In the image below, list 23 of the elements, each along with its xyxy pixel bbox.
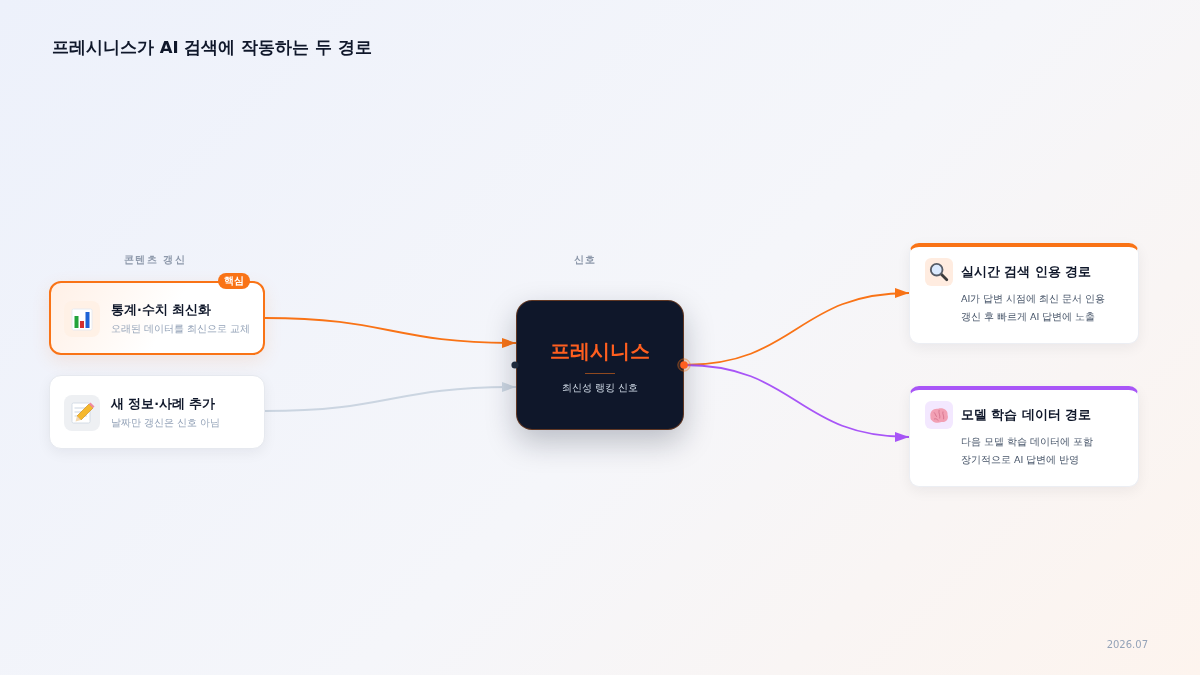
arrow bbox=[264, 382, 517, 412]
card-description: AI가 답변 시점에 최신 문서 인용 bbox=[961, 292, 1106, 306]
signal-node bbox=[516, 300, 684, 430]
card-subtitle: 오래된 데이터를 최신으로 교체 bbox=[111, 321, 251, 336]
path-card bbox=[909, 386, 1139, 487]
card-title: 모델 학습 데이터 경로 bbox=[961, 406, 1092, 424]
card-title: 실시간 검색 인용 경로 bbox=[961, 263, 1092, 281]
path-card bbox=[909, 243, 1139, 344]
footer-date: 2026.07 bbox=[1106, 639, 1148, 650]
arrow bbox=[264, 317, 517, 348]
content-card bbox=[49, 375, 265, 449]
card-description: 장기적으로 AI 답변에 반영 bbox=[961, 453, 1080, 467]
key-badge: 핵심 bbox=[218, 273, 250, 289]
column-header: 신호 bbox=[573, 253, 597, 267]
card-description: 다음 모델 학습 데이터에 포함 bbox=[961, 435, 1094, 449]
signal-subtitle: 최신성 랭킹 신호 bbox=[561, 380, 638, 395]
card-title: 통계·수치 최신화 bbox=[111, 300, 212, 319]
column-header: 콘텐츠 갱신 bbox=[123, 253, 187, 267]
card-title: 새 정보·사례 추가 bbox=[111, 394, 216, 413]
card-subtitle: 날짜만 갱신은 신호 아님 bbox=[111, 415, 221, 430]
card-description: 갱신 후 빠르게 AI 답변에 노출 bbox=[961, 310, 1096, 324]
title: 프레시니스가 AI 검색에 작동하는 두 경로 bbox=[52, 37, 372, 59]
signal-title: 프레시니스 bbox=[550, 337, 650, 364]
